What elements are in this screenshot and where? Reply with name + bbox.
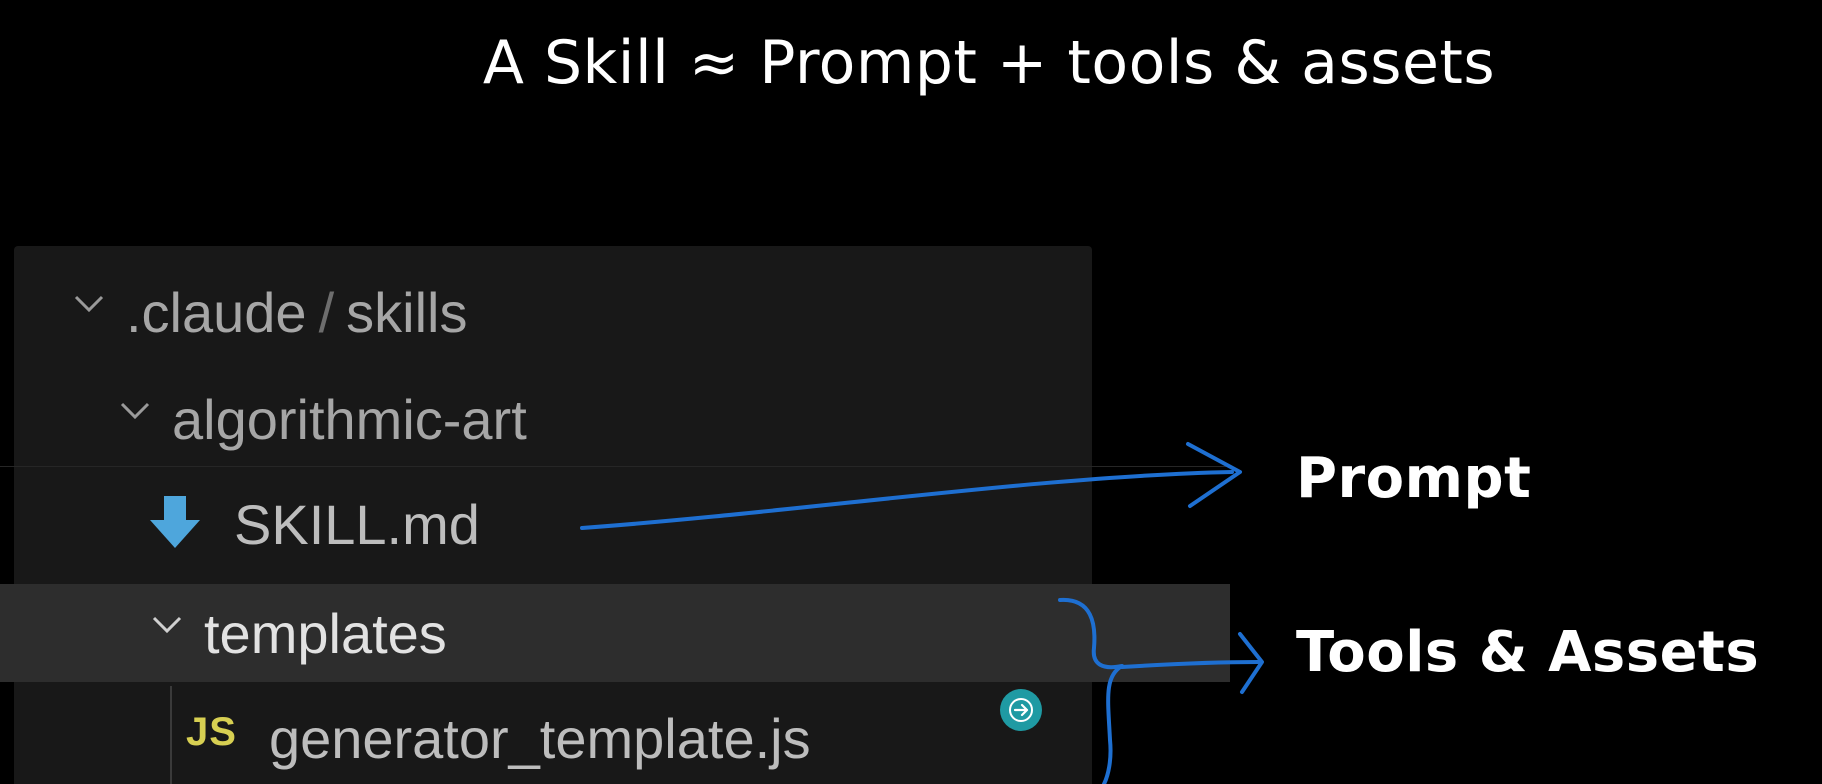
tools-arrowhead <box>1238 632 1264 694</box>
annotation-prompt: Prompt <box>1296 446 1532 511</box>
tree-indent-guide <box>170 686 172 784</box>
path-separator: / <box>318 280 335 344</box>
chevron-down-icon[interactable] <box>120 401 150 425</box>
javascript-file-icon: JS <box>186 709 237 754</box>
tree-item-algorithmic-art[interactable]: algorithmic-art <box>0 376 1198 462</box>
tree-item-generator-template[interactable]: JS generator_template.js <box>0 690 1264 784</box>
tools-bracket <box>1058 597 1124 784</box>
tree-item-label: generator_template.js <box>268 706 811 770</box>
prompt-arrowhead <box>1186 442 1242 508</box>
tree-item-label-claude: .claude <box>126 280 307 344</box>
tree-item-root[interactable]: .claude / skills <box>0 272 1152 352</box>
tree-item-label-skills: skills <box>346 280 468 344</box>
prompt-arrow <box>580 470 1234 530</box>
annotation-tools-assets: Tools & Assets <box>1296 620 1760 685</box>
slide-title: A Skill ≈ Prompt + tools & assets <box>482 28 1496 98</box>
markdown-download-icon <box>148 494 202 550</box>
tree-item-templates[interactable]: templates <box>0 584 1230 682</box>
tools-arrow <box>1120 660 1260 669</box>
tree-item-label: algorithmic-art <box>172 387 527 451</box>
tree-item-skill-md[interactable]: SKILL.md <box>0 466 1226 581</box>
file-explorer <box>14 246 1092 784</box>
tree-item-label: templates <box>204 601 447 665</box>
tree-item-label: SKILL.md <box>234 492 480 556</box>
chevron-down-icon[interactable] <box>74 294 104 318</box>
jump-arrow-icon[interactable] <box>1000 689 1042 731</box>
chevron-down-icon[interactable] <box>152 615 182 639</box>
